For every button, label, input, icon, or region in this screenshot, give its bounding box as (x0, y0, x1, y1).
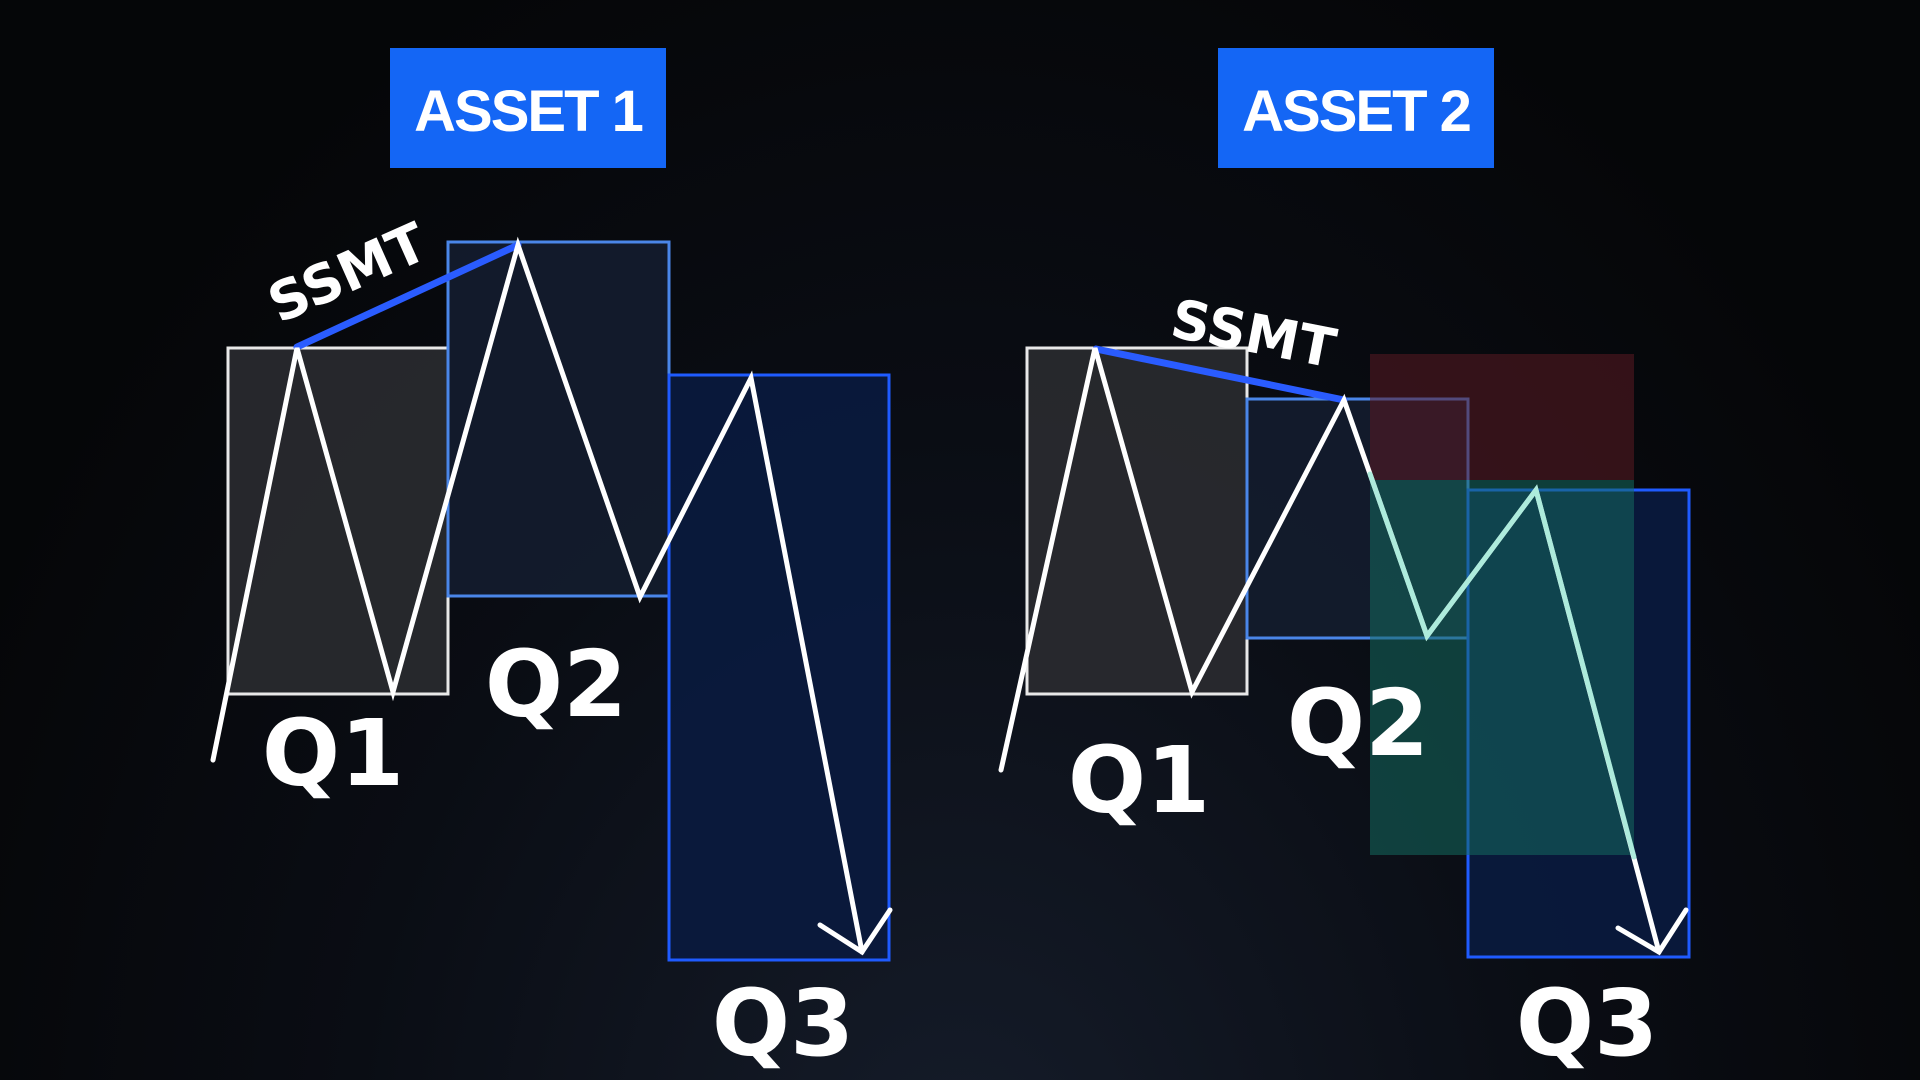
asset-2-badge-label: ASSET 2 (1242, 79, 1470, 144)
asset-1-q2-label: Q2 (485, 631, 627, 738)
asset-1-price-path (210, 236, 865, 955)
asset-1-panel: ASSET 1 SSMT Q1 Q2 Q3 (210, 48, 893, 1077)
asset-1-arrow-head (817, 907, 893, 956)
asset-1-q2-box (446, 240, 671, 598)
asset-1-q1-label: Q1 (262, 700, 404, 807)
asset-1-badge (390, 48, 666, 168)
asset-2-q1-label: Q1 (1068, 727, 1210, 834)
asset-2-arrow-head (1615, 907, 1689, 956)
asset-1-q1-box (226, 346, 450, 696)
asset-2-q2-label: Q2 (1287, 670, 1429, 777)
asset-1-ssmt-label: SSMT (259, 211, 436, 336)
asset-1-badge-label: ASSET 1 (414, 79, 642, 144)
asset-2-stop-zone (1370, 354, 1634, 480)
asset-1-q3-label: Q3 (712, 970, 854, 1077)
asset-2-q3-label: Q3 (1516, 970, 1658, 1077)
asset-2-target-zone (1370, 480, 1634, 855)
asset-2-panel: ASSET 2 SSMT Q1 Q2 Q3 (998, 48, 1691, 1077)
asset-2-badge (1218, 48, 1494, 168)
asset-1-q3-box (667, 373, 891, 962)
asset-2-ssmt-line (1092, 345, 1348, 404)
asset-2-q1-box (1025, 346, 1249, 696)
asset-1-ssmt-line (293, 241, 522, 351)
asset-2-price-path-highlight (1367, 471, 1637, 860)
